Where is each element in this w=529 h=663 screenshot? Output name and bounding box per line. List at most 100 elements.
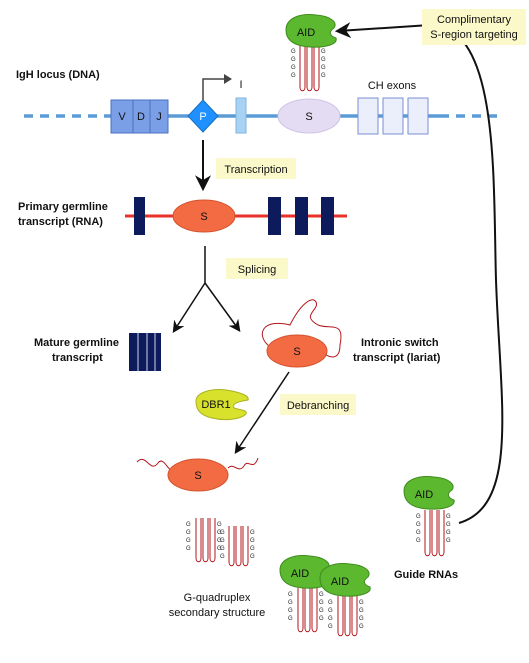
dbr1-label: DBR1 <box>201 399 230 411</box>
gq-guide-hairpin <box>438 510 445 557</box>
s-region-dna-label: S <box>305 111 312 123</box>
gq-guide-g-base: G <box>446 538 451 544</box>
ch-exons-label: CH exons <box>368 80 417 92</box>
gq-free-1-hairpin <box>209 518 216 563</box>
gq-top-g-base: G <box>321 73 326 79</box>
gq-free-1-g-base: G <box>186 538 191 544</box>
gq-guide-g-base: G <box>416 530 421 536</box>
gq-bottom-1-g-base: G <box>288 600 293 606</box>
aid-bottom1-label: AID <box>291 568 309 580</box>
primary-ch-exon-3 <box>321 197 334 235</box>
gq-free-2-hairpin <box>235 526 242 567</box>
targeting-arrow <box>334 22 504 524</box>
gq-top-g-base: G <box>321 49 326 55</box>
gq-guide-hairpin <box>424 510 431 557</box>
gq-free-1-g-base: G <box>217 546 222 552</box>
gq-bottom-2-g-base: G <box>359 608 364 614</box>
gq-top-g-base: G <box>321 57 326 63</box>
splicing-fork <box>172 246 241 334</box>
transcription-note-bg <box>216 158 296 179</box>
gq-free-1-g-base: G <box>217 538 222 544</box>
primary-ch-exon-2 <box>295 197 308 235</box>
intronic-label-2: transcript (lariat) <box>353 352 441 364</box>
gq-bottom-2-g-base: G <box>359 616 364 622</box>
i-exon-label: I <box>239 79 242 91</box>
gq-free-2-g-base: G <box>220 538 225 544</box>
gq-free-1-g-base: G <box>186 546 191 552</box>
gq-top-g-base: G <box>291 49 296 55</box>
primary-i-exon <box>134 197 145 235</box>
gq-bottom-1-g-base: G <box>319 616 324 622</box>
s-region-linear-label: S <box>194 470 201 482</box>
debranching-note-bg <box>280 394 356 415</box>
dbr1-enzyme: DBR1 <box>195 389 249 421</box>
s-region-dna: S <box>277 98 341 134</box>
gq-free-2-g-base: G <box>250 546 255 552</box>
primary-transcript-label-2: transcript (RNA) <box>18 216 103 228</box>
gq-bottom-1-g-base: G <box>288 608 293 614</box>
gq-bottom-2-g-base: G <box>359 624 364 630</box>
targeting-note-bg <box>422 9 526 45</box>
aid-guide-label: AID <box>415 489 433 501</box>
vdj-segments: V D J <box>110 99 169 134</box>
gq-top-g-base: G <box>291 73 296 79</box>
aid-enzyme-bottom-2: AID <box>319 563 371 597</box>
gq-free-1-g-base: G <box>186 530 191 536</box>
gq-free-2-g-base: G <box>250 538 255 544</box>
primary-transcript-label-1: Primary germline <box>18 201 108 213</box>
guide-rnas-label: Guide RNAs <box>394 569 458 581</box>
aid-bottom2-label: AID <box>331 576 349 588</box>
gq-guide-g-base: G <box>416 522 421 528</box>
gq-free-2-hairpin <box>228 526 235 567</box>
gq-free-2-g-base: G <box>220 546 225 552</box>
targeting-note-1: Complimentary <box>437 14 511 26</box>
s-region-lariat-label: S <box>293 346 300 358</box>
aid-enzyme-top: AID <box>285 14 337 48</box>
gq-free-1-g-base: G <box>186 522 191 528</box>
i-exon: I <box>235 79 247 134</box>
gq-top-hairpin <box>306 45 313 92</box>
gq-free-2-g-base: G <box>220 530 225 536</box>
gq-guide-hairpin <box>431 510 438 557</box>
v-segment-label: V <box>118 111 126 123</box>
gq-bottom-2-g-base: G <box>328 616 333 622</box>
gq-top-g-base: G <box>291 65 296 71</box>
j-segment-label: J <box>156 111 162 123</box>
gq-label-1: G-quadruplex <box>184 592 251 604</box>
gq-bottom-2-g-base: G <box>328 608 333 614</box>
gq-bottom-1-hairpin <box>311 588 318 633</box>
gq-bottom-2-g-base: G <box>328 624 333 630</box>
gq-label-2: secondary structure <box>169 607 266 619</box>
promoter-start-arrow <box>202 78 228 100</box>
gq-free-2-hairpin <box>242 526 249 567</box>
d-segment-label: D <box>137 111 145 123</box>
gq-free-1-g-base: G <box>217 522 222 528</box>
gq-guide-g-base: G <box>446 530 451 536</box>
gq-bottom-2-hairpin <box>337 596 344 637</box>
intronic-label-1: Intronic switch <box>361 337 439 349</box>
gq-free-1-hairpin <box>202 518 209 563</box>
mature-transcript-label-1: Mature germline <box>34 337 119 349</box>
gq-guide-g-base: G <box>416 514 421 520</box>
gq-guide-g-base: G <box>446 514 451 520</box>
lariat-transcript: S <box>261 299 342 368</box>
gq-bottom-1-g-base: G <box>319 608 324 614</box>
splicing-note: Splicing <box>238 264 277 276</box>
gq-bottom-2-hairpin <box>351 596 358 637</box>
mature-transcript <box>129 333 161 371</box>
gq-bottom-1-g-base: G <box>288 592 293 598</box>
ch-exons: CH exons <box>357 80 429 135</box>
gq-bottom-2-g-base: G <box>359 600 364 606</box>
aid-enzyme-guide: AID <box>403 476 455 510</box>
targeting-note-2: S-region targeting <box>430 29 517 41</box>
linear-s-rna: S <box>136 457 259 492</box>
gq-bottom-1-g-base: G <box>319 592 324 598</box>
transcription-note: Transcription <box>224 164 287 176</box>
s-region-rna-label: S <box>200 211 207 223</box>
splicing-note-bg <box>226 258 288 279</box>
